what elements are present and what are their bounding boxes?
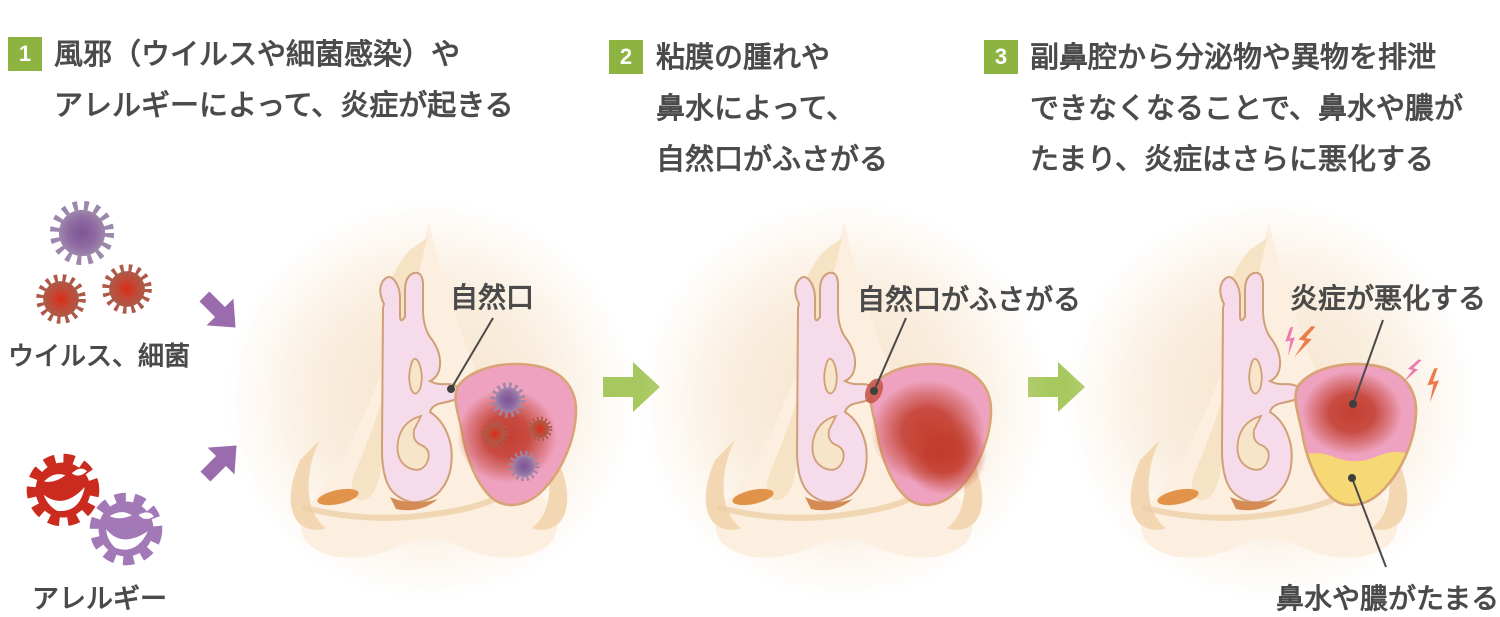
callout-dot bbox=[447, 385, 455, 393]
callout-lines bbox=[447, 317, 1387, 568]
allergen-icon bbox=[29, 456, 96, 523]
sinus-inflamed bbox=[454, 362, 578, 507]
step-text: 自然口がふさがる bbox=[656, 144, 889, 176]
step-text: 副鼻腔から分泌物や異物を排泄 bbox=[1030, 42, 1437, 74]
inflammation-worsens-label: 炎症が悪化する bbox=[1290, 283, 1487, 314]
allergy-label: アレルギー bbox=[32, 584, 167, 614]
natural-ostium-label: 自然口 bbox=[450, 282, 535, 313]
nose-stage-1 bbox=[225, 200, 635, 600]
callout-dot bbox=[870, 387, 878, 395]
ostium-blocked-label: 自然口がふさがる bbox=[857, 284, 1082, 315]
step-badge: 2 bbox=[609, 40, 643, 74]
step-text: 風邪（ウイルスや細菌感染）や bbox=[54, 39, 461, 71]
callout-dot bbox=[1348, 474, 1356, 482]
callout-dot bbox=[1349, 400, 1357, 408]
virus-icon bbox=[106, 268, 148, 310]
nose-stage-2 bbox=[640, 200, 1050, 600]
allergen-icon bbox=[93, 496, 158, 561]
virus-icon bbox=[40, 278, 82, 320]
step-badge: 1 bbox=[8, 37, 42, 71]
step-text: アレルギーによって、炎症が起きる bbox=[54, 90, 514, 122]
virus-bacteria-label: ウイルス、細菌 bbox=[8, 341, 191, 371]
step-text: できなくなることで、鼻水や膿が bbox=[1030, 93, 1463, 125]
nose-stage-3 bbox=[1065, 200, 1475, 600]
mucus-pus-label: 鼻水や膿がたまる bbox=[1276, 583, 1500, 614]
step-text: 粘膜の腫れや bbox=[656, 42, 831, 74]
step-badge: 3 bbox=[984, 40, 1018, 74]
virus-icon bbox=[55, 206, 109, 260]
step-text: 鼻水によって、 bbox=[656, 93, 856, 125]
cause-icons bbox=[29, 206, 250, 562]
step-text: たまり、炎症はさらに悪化する bbox=[1030, 144, 1434, 176]
